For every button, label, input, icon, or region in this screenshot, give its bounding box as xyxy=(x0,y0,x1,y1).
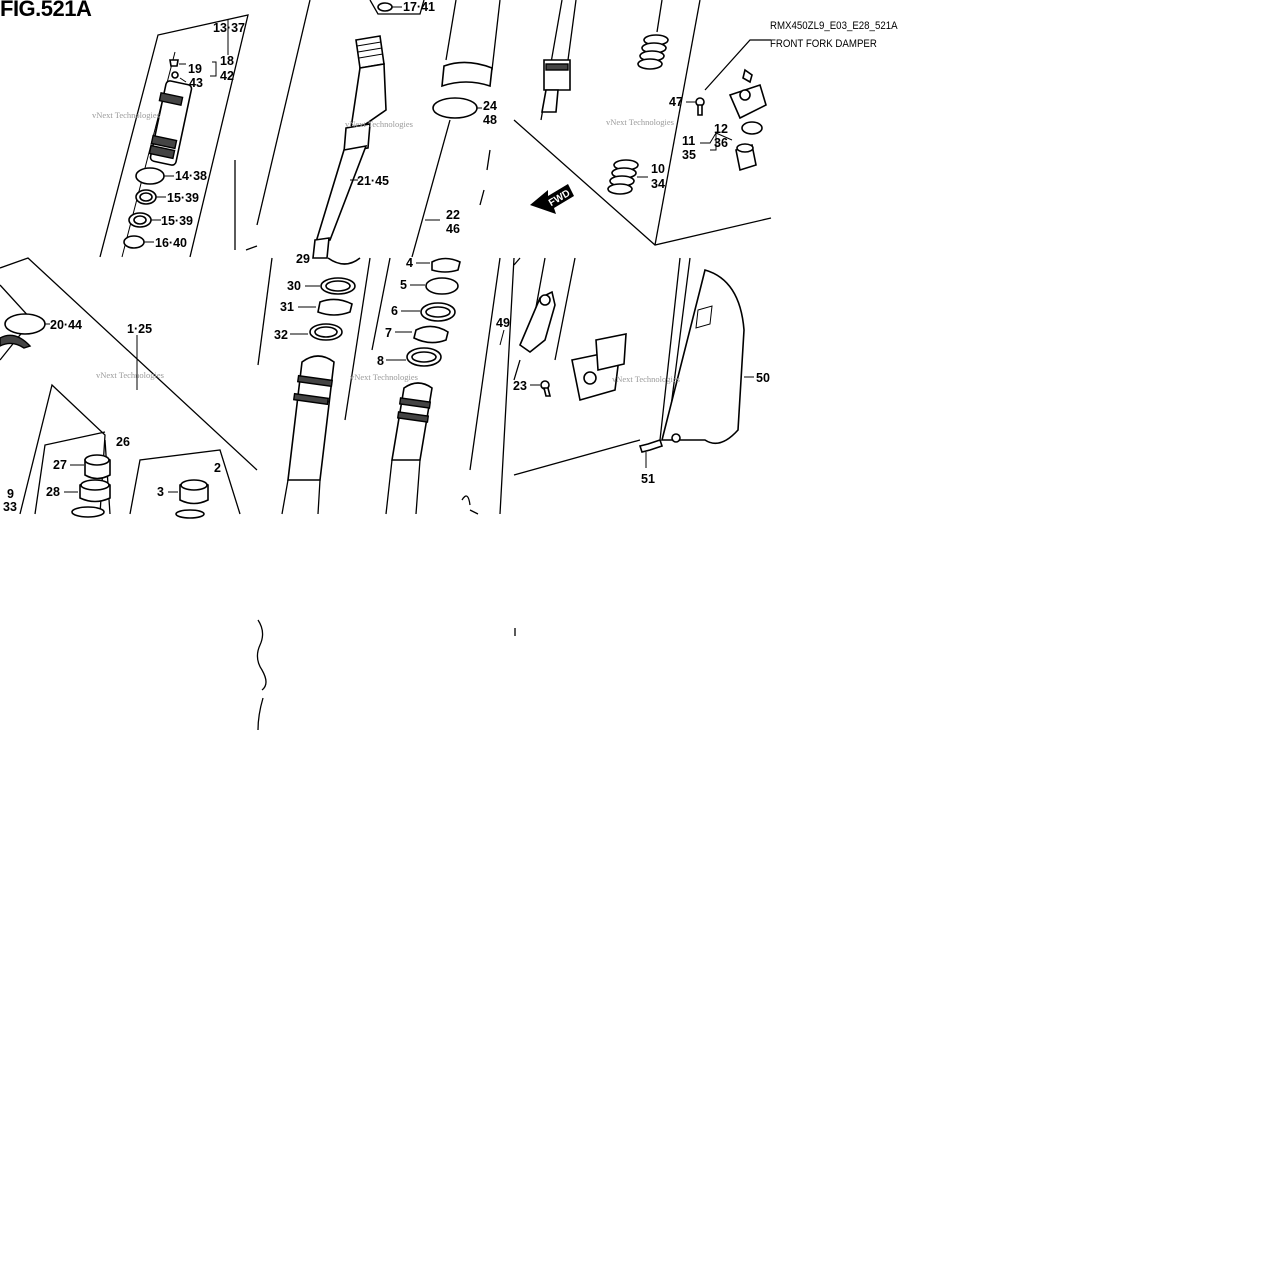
callout-5: 5 xyxy=(400,278,407,292)
callout-20-44: 20·44 xyxy=(50,318,82,332)
callout-31: 31 xyxy=(280,300,294,314)
callout-34: 34 xyxy=(651,177,665,191)
callout-12: 12 xyxy=(714,122,728,136)
watermark: vNext Technologies xyxy=(92,110,160,120)
callout-48: 48 xyxy=(483,113,497,127)
watermark: vNext Technologies xyxy=(345,119,413,129)
fwd-label: FWD xyxy=(547,188,572,209)
callout-4: 4 xyxy=(406,256,413,270)
panel-bottom-middle: vNext Technologies 29 30 31 32 4 5 6 7 8 xyxy=(257,252,515,515)
callout-17-41: 17·41 xyxy=(403,0,435,14)
model-code: RMX450ZL9_E03_E28_521A xyxy=(770,20,898,32)
callout-46: 46 xyxy=(446,222,460,236)
callout-14-38: 14·38 xyxy=(175,169,207,183)
watermark: vNext Technologies xyxy=(96,370,164,380)
panel-top-right: FWD vNext Technologies 47 11 35 12 36 10… xyxy=(513,0,772,246)
callout-23: 23 xyxy=(513,379,527,393)
callout-42: 42 xyxy=(220,69,234,83)
o-ring xyxy=(4,313,46,335)
callout-29: 29 xyxy=(296,252,310,266)
callout-6: 6 xyxy=(391,304,398,318)
fork-guard xyxy=(660,269,745,445)
callout-3: 3 xyxy=(157,485,164,499)
callout-21-45: 21·45 xyxy=(357,174,389,188)
callout-10: 10 xyxy=(651,162,665,176)
damper-valve xyxy=(148,59,193,166)
watermark: vNext Technologies xyxy=(350,372,418,382)
callout-24: 24 xyxy=(483,99,497,113)
callout-51: 51 xyxy=(641,472,655,486)
bushing-28 xyxy=(79,479,111,503)
callout-1-25: 1·25 xyxy=(127,322,152,336)
panel-bottom-left: vNext Technologies 20·44 1·25 26 27 28 2… xyxy=(0,257,258,519)
bushing-3 xyxy=(179,479,209,505)
callout-50: 50 xyxy=(756,371,770,385)
callout-47: 47 xyxy=(669,95,683,109)
stray-marks xyxy=(256,619,516,731)
callout-33: 33 xyxy=(3,500,17,514)
damper-rod-tube xyxy=(312,35,387,259)
callout-49: 49 xyxy=(496,316,510,330)
callout-28: 28 xyxy=(46,485,60,499)
diagram-name: FRONT FORK DAMPER xyxy=(770,38,877,50)
callout-27: 27 xyxy=(53,458,67,472)
callout-22: 22 xyxy=(446,208,460,222)
callout-30: 30 xyxy=(287,279,301,293)
callout-9: 9 xyxy=(7,487,14,501)
callout-43: 43 xyxy=(189,76,203,90)
spring-upper xyxy=(637,34,669,70)
callout-15-39-a: 15·39 xyxy=(167,191,199,205)
callout-19: 19 xyxy=(188,62,202,76)
callout-32: 32 xyxy=(274,328,288,342)
watermark: vNext Technologies xyxy=(606,117,674,127)
washer xyxy=(135,167,165,185)
callout-16-40: 16·40 xyxy=(155,236,187,250)
spring-lower xyxy=(607,159,639,195)
bushing-27 xyxy=(84,454,111,480)
callout-2: 2 xyxy=(214,461,221,475)
callout-26: 26 xyxy=(116,435,130,449)
callout-13-37: 13·37 xyxy=(213,21,245,35)
watermark: vNext Technologies xyxy=(612,374,680,384)
panel-top-middle: vNext Technologies 17·41 21·45 24 48 22 … xyxy=(256,0,501,259)
callout-36: 36 xyxy=(714,136,728,150)
figure-title: FIG.521A xyxy=(0,0,92,21)
callout-15-39-b: 15·39 xyxy=(161,214,193,228)
callout-11: 11 xyxy=(682,134,695,148)
o-ring xyxy=(432,97,478,119)
callout-7: 7 xyxy=(385,326,392,340)
callout-35: 35 xyxy=(682,148,696,162)
callout-8: 8 xyxy=(377,354,384,368)
panel-top-left: vNext Technologies 13·37 18 19 42 43 14·… xyxy=(92,14,258,258)
callout-18: 18 xyxy=(220,54,234,68)
fwd-direction-arrow: FWD xyxy=(530,184,574,214)
panel-bottom-right: vNext Technologies 49 23 50 51 xyxy=(496,257,770,486)
